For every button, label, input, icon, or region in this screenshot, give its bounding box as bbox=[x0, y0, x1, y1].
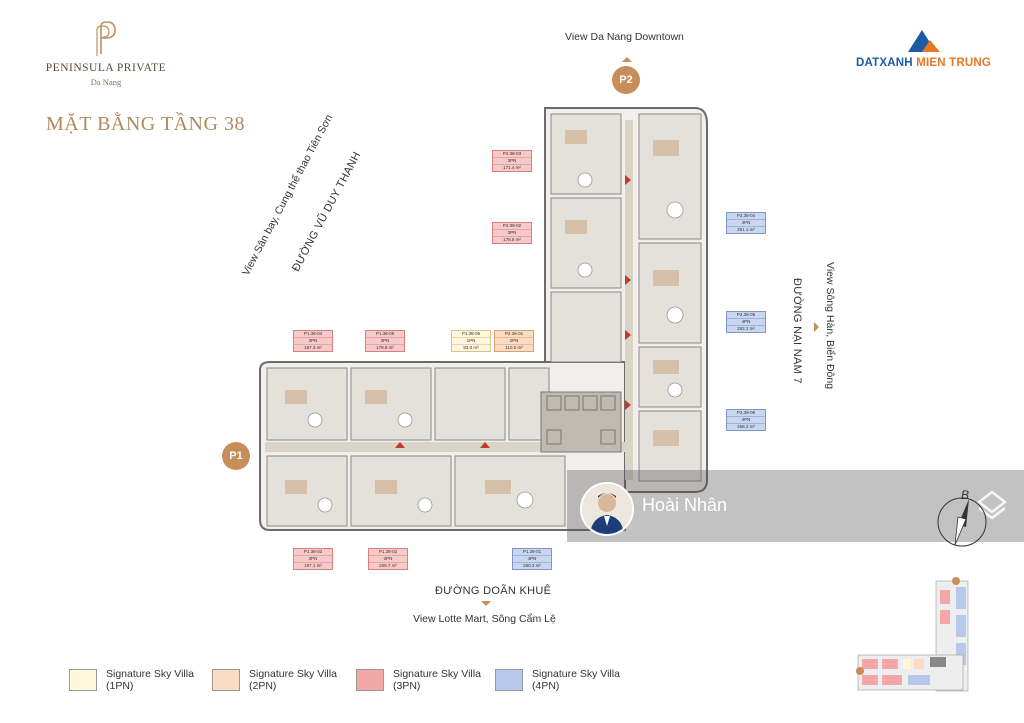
unit-code: P2.38-05 bbox=[727, 312, 765, 319]
unit-beds: 2PN bbox=[495, 338, 533, 345]
unit-beds: 1PN bbox=[452, 338, 490, 345]
unit-beds: 4PN bbox=[727, 220, 765, 227]
unit-area: 258.3 m² bbox=[737, 424, 755, 429]
arrow-right-icon bbox=[814, 322, 819, 332]
legend-label-1pn: Signature Sky Villa(1PN) bbox=[106, 668, 194, 692]
unit-beds: 3PN bbox=[493, 230, 531, 237]
unit-code: P1.38-01 bbox=[513, 549, 551, 556]
unit-tag-p2-38-01[interactable]: P2.38-01 2PN 110.0 m² bbox=[494, 330, 534, 352]
avatar bbox=[580, 482, 634, 536]
unit-beds: 3PN bbox=[366, 338, 404, 345]
unit-tag-p2-38-04[interactable]: P2.38-04 4PN 261.1 m² bbox=[726, 212, 766, 234]
legend-line1: Signature Sky Villa bbox=[249, 668, 337, 680]
unit-area: 280.3 m² bbox=[523, 563, 541, 568]
unit-code: P1.38-03 bbox=[294, 549, 332, 556]
watermark-overlay bbox=[567, 470, 1024, 542]
watermark-name: Hoài Nhân bbox=[642, 495, 728, 515]
unit-area: 157.1 m² bbox=[304, 563, 322, 568]
unit-area: 178.8 m² bbox=[503, 237, 521, 242]
unit-area: 178.8 m² bbox=[376, 345, 394, 350]
legend-line2: (4PN) bbox=[532, 680, 560, 692]
key-plan bbox=[856, 577, 969, 692]
brand-name: PENINSULA PRIVATE bbox=[45, 62, 167, 74]
unit-tag-p2-38-06[interactable]: P2.38-06 4PN 258.3 m² bbox=[726, 409, 766, 431]
developer-name-part2: MIEN TRUNG bbox=[916, 57, 992, 69]
tower-badge-p2: P2 bbox=[612, 66, 640, 94]
unit-area: 110.0 m² bbox=[505, 345, 523, 350]
view-bottom-label: View Lotte Mart, Sông Cẩm Lệ bbox=[413, 613, 556, 625]
unit-area: 157.3 m² bbox=[304, 345, 322, 350]
unit-tag-p1-38-03[interactable]: P1.38-03 3PN 157.1 m² bbox=[293, 548, 333, 570]
unit-code: P2.38-01 bbox=[495, 331, 533, 338]
unit-code: P2.38-03 bbox=[493, 151, 531, 158]
unit-area: 282.1 m² bbox=[737, 326, 755, 331]
unit-tag-p1-38-05[interactable]: P1.38-05 3PN 178.8 m² bbox=[365, 330, 405, 352]
legend-line2: (1PN) bbox=[106, 680, 134, 692]
unit-area: 209.7 m² bbox=[379, 563, 397, 568]
legend-line1: Signature Sky Villa bbox=[106, 668, 194, 680]
legend-line2: (2PN) bbox=[249, 680, 277, 692]
arrow-up-icon bbox=[622, 57, 632, 62]
unit-beds: 4PN bbox=[727, 319, 765, 326]
unit-tag-p1-38-02[interactable]: P1.38-02 3PN 209.7 m² bbox=[368, 548, 408, 570]
compass-label: B bbox=[961, 488, 970, 502]
unit-area: 261.1 m² bbox=[737, 227, 755, 232]
unit-area: 83.0 m² bbox=[463, 345, 479, 350]
view-top-label: View Da Nang Downtown bbox=[565, 31, 684, 43]
legend-line1: Signature Sky Villa bbox=[393, 668, 481, 680]
unit-beds: 4PN bbox=[513, 556, 551, 563]
legend-label-3pn: Signature Sky Villa(3PN) bbox=[393, 668, 481, 692]
unit-code: P1.38-04 bbox=[294, 331, 332, 338]
floor-plan bbox=[259, 107, 708, 531]
legend-swatch-1pn bbox=[69, 669, 97, 691]
view-right-label: View Sông Hàn, Biển Đông bbox=[824, 262, 836, 390]
page-title: MẶT BẰNG TẦNG 38 bbox=[46, 113, 245, 135]
legend-swatch-2pn bbox=[212, 669, 240, 691]
unit-tag-p2-38-05[interactable]: P2.38-05 4PN 282.1 m² bbox=[726, 311, 766, 333]
unit-area: 171.4 m² bbox=[503, 165, 521, 170]
brand-city: Da Nang bbox=[90, 77, 122, 87]
compass-icon bbox=[937, 497, 987, 547]
unit-beds: 3PN bbox=[493, 158, 531, 165]
unit-tag-p1-38-01[interactable]: P1.38-01 4PN 280.3 m² bbox=[512, 548, 552, 570]
unit-code: P2.38-04 bbox=[727, 213, 765, 220]
unit-code: P1.38-06 bbox=[452, 331, 490, 338]
tower-badge-p1: P1 bbox=[222, 442, 250, 470]
legend-label-2pn: Signature Sky Villa(2PN) bbox=[249, 668, 337, 692]
legend-swatch-3pn bbox=[356, 669, 384, 691]
legend-swatch-4pn bbox=[495, 669, 523, 691]
unit-code: P1.38-05 bbox=[366, 331, 404, 338]
legend-line2: (3PN) bbox=[393, 680, 421, 692]
arrow-down-icon bbox=[481, 601, 491, 606]
datxanh-logo-icon bbox=[908, 30, 940, 52]
peninsula-logo-icon bbox=[96, 21, 116, 56]
unit-beds: 3PN bbox=[369, 556, 407, 563]
unit-code: P2.38-06 bbox=[727, 410, 765, 417]
legend-line1: Signature Sky Villa bbox=[532, 668, 620, 680]
unit-tag-p2-38-02[interactable]: P2.38-02 3PN 178.8 m² bbox=[492, 222, 532, 244]
street-bottom-label: ĐƯỜNG DOÃN KHUÊ bbox=[435, 585, 552, 597]
unit-tag-p2-38-03[interactable]: P2.38-03 3PN 171.4 m² bbox=[492, 150, 532, 172]
unit-tag-p1-38-04[interactable]: P1.38-04 3PN 157.3 m² bbox=[293, 330, 333, 352]
unit-beds: 3PN bbox=[294, 556, 332, 563]
legend-label-4pn: Signature Sky Villa(4PN) bbox=[532, 668, 620, 692]
street-right-label: ĐƯỜNG NẠI NAM 7 bbox=[791, 278, 803, 384]
unit-code: P2.38-02 bbox=[493, 223, 531, 230]
developer-name: DATXANH MIEN TRUNG bbox=[856, 57, 991, 69]
unit-beds: 3PN bbox=[294, 338, 332, 345]
developer-name-part1: DATXANH bbox=[856, 57, 913, 69]
unit-beds: 4PN bbox=[727, 417, 765, 424]
unit-tag-p1-38-06[interactable]: P1.38-06 1PN 83.0 m² bbox=[451, 330, 491, 352]
unit-code: P1.38-02 bbox=[369, 549, 407, 556]
